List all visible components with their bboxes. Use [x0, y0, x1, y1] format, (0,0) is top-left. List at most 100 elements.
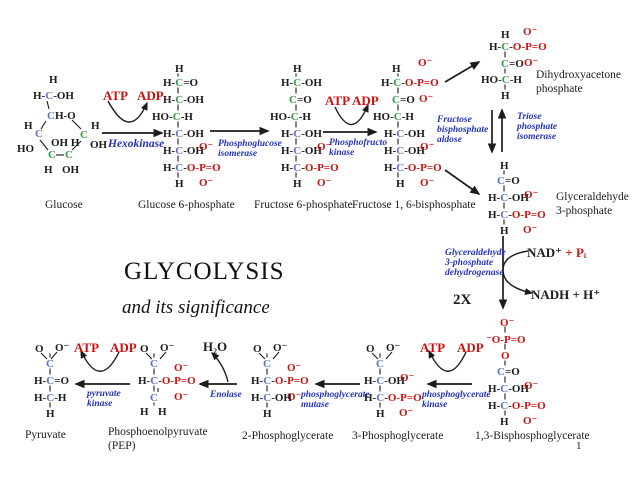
fructose-6-phosphate-atom: H-C-O-P=O: [281, 162, 339, 174]
pyruvate-atom: O⁻: [55, 342, 70, 354]
enzyme-pfk-line1: Phosphofructo: [329, 138, 388, 148]
glucose-6-phosphate-atom: H: [175, 178, 184, 190]
atp-pk: ATP: [74, 340, 100, 355]
glucose-atom: H-C-OH: [33, 90, 74, 102]
bond: [40, 120, 47, 130]
f6p-label: Fructose 6-phosphate: [254, 199, 353, 211]
13-bisphosphoglycerate-atom: O⁻: [500, 317, 515, 329]
curve-enolase-h2o: [211, 352, 229, 383]
glucose-atom: OH: [62, 164, 80, 176]
g6p-label: Glucose 6-phosphate: [138, 199, 235, 211]
bond: [71, 119, 82, 130]
page-number: 1: [576, 440, 582, 452]
enzyme-pgm-line2: mutase: [301, 400, 329, 410]
dihydroxyacetone-phosphate-atom: H: [501, 90, 510, 102]
fructose-16-bisphosphate-atom: HO-C-H: [373, 111, 414, 123]
2-phosphoglycerate-atom: O⁻: [273, 342, 288, 354]
curve-hexokinase-atp-adp: [107, 100, 148, 123]
phosphoenolpyruvate-atom: O: [140, 343, 149, 355]
phosphoenolpyruvate-atom: C: [150, 392, 158, 404]
fructose-16-bisphosphate-atom: H-C-O-P=O: [384, 162, 442, 174]
bond: [159, 351, 167, 360]
glucose-6-phosphate-atom: HO-C-H: [152, 111, 193, 123]
bond: [39, 139, 49, 151]
glucose-atom: H: [44, 164, 53, 176]
glyceraldehyde-3-phosphate-atom: C=O: [497, 175, 520, 187]
atp-pgk: ATP: [420, 340, 446, 355]
pyruvate-atom: H-C-H: [34, 392, 67, 404]
glucose-6-phosphate-atom: H-C=O: [163, 77, 199, 89]
atp-hexokinase: ATP: [103, 88, 129, 103]
3pg-label: 3-Phosphoglycerate: [352, 430, 444, 442]
2-phosphoglycerate-atom: C: [263, 358, 271, 370]
enzyme-pgi-line1: Phosphoglucose: [218, 139, 282, 149]
13-bisphosphoglycerate-atom: H: [500, 416, 509, 428]
13-bisphosphoglycerate-atom: O⁻: [523, 415, 538, 427]
pyruvate-atom: C: [46, 358, 54, 370]
glucose-atom: HO: [17, 143, 35, 155]
enzyme-gapdh-line1: Glyceraldehyde: [445, 248, 506, 258]
3-phosphoglycerate-atom: O⁻: [399, 407, 414, 419]
bond: [71, 140, 82, 151]
enzyme-pk-line2: kinase: [87, 399, 113, 409]
pyruvate-atom: H-C=O: [34, 375, 70, 387]
fructose-16-bisphosphate-atom: C=O: [392, 94, 415, 106]
3-phosphoglycerate-atom: O⁻: [386, 342, 401, 354]
glyceraldehyde-3-phosphate-atom: O⁻: [524, 189, 539, 201]
glucose-6-phosphate-atom: H-C-O-P=O: [163, 162, 221, 174]
g3p-label-line1: Glyceraldehyde: [556, 191, 629, 203]
slide-subtitle: and its significance: [122, 297, 270, 318]
glucose-6-phosphate-atom: O⁻: [199, 141, 214, 153]
arrow-f16bp-to-g3p: [444, 169, 481, 195]
fructose-6-phosphate-atom: H: [293, 63, 302, 75]
fructose-16-bisphosphate-atom: O⁻: [419, 93, 434, 105]
adp-pfk: ADP: [352, 93, 379, 108]
bond: [40, 352, 48, 360]
enzyme-tpi-line1: Triose: [517, 112, 542, 122]
fructose-16-bisphosphate-atom: H-C-OH: [384, 145, 425, 157]
2-phosphoglycerate-atom: H: [263, 408, 272, 420]
fructose-6-phosphate-atom: HO-C-H: [270, 111, 311, 123]
adp-pgk: ADP: [457, 340, 484, 355]
phosphoenolpyruvate-atom: O⁻: [174, 362, 189, 374]
enzyme-pgk-line1: phosphoglycerate: [422, 390, 491, 400]
phosphoenolpyruvate-atom: H: [158, 406, 167, 418]
dihydroxyacetone-phosphate-atom: HO-C-H: [481, 74, 522, 86]
enzyme-aldolase-line2: bisphosphate: [437, 125, 489, 135]
nadh-label: NADH + H⁺: [531, 287, 601, 302]
phosphoenolpyruvate-atom: C: [150, 358, 158, 370]
13-bisphosphoglycerate-atom: ⁻O-P=O: [486, 334, 526, 346]
3-phosphoglycerate-atom: O⁻: [400, 372, 415, 384]
pyruvate-label: Pyruvate: [25, 429, 66, 441]
glyceraldehyde-3-phosphate-atom: H-C-O-P=O: [488, 209, 546, 221]
curve-pgk-adp-atp: [428, 349, 467, 372]
dihydroxyacetone-phosphate-atom: O⁻: [523, 26, 538, 38]
3-phosphoglycerate-atom: H: [376, 408, 385, 420]
glucose-atom: C: [65, 149, 73, 161]
fructose-16-bisphosphate-atom: H-C-O-P=O: [381, 77, 439, 89]
2-phosphoglycerate-atom: H-C-OH: [251, 392, 292, 404]
3-phosphoglycerate-atom: O: [366, 343, 375, 355]
enzyme-pfk-line2: kinase: [329, 148, 355, 158]
glucose-atom: H: [24, 120, 33, 132]
fructose-16-bisphosphate-atom: O⁻: [420, 177, 435, 189]
3-phosphoglycerate-atom: H-C-O-P=O: [364, 392, 422, 404]
glyceraldehyde-3-phosphate-atom: H: [500, 225, 509, 237]
slide-title: GLYCOLYSIS: [124, 258, 285, 285]
bond: [145, 352, 153, 360]
enzyme-gapdh-line3: dehydrogenase: [445, 268, 504, 278]
13-bisphosphoglycerate-atom: H-C-O-P=O: [488, 400, 546, 412]
glucose-atom: OH: [90, 139, 108, 151]
fructose-6-phosphate-atom: O⁻: [317, 177, 332, 189]
dhap-label-line1: Dihydroxyacetone: [536, 69, 621, 81]
glucose-atom: C: [35, 128, 43, 140]
glucose-atom: H: [91, 120, 100, 132]
enzyme-tpi-line2: phosphate: [517, 122, 558, 132]
fructose-6-phosphate-atom: H: [293, 178, 302, 190]
bond: [385, 351, 393, 360]
glyceraldehyde-3-phosphate-atom: H: [500, 160, 509, 172]
fructose-6-phosphate-atom: H-C-OH: [281, 145, 322, 157]
enzyme-aldolase-line1: Fructose: [437, 115, 472, 125]
